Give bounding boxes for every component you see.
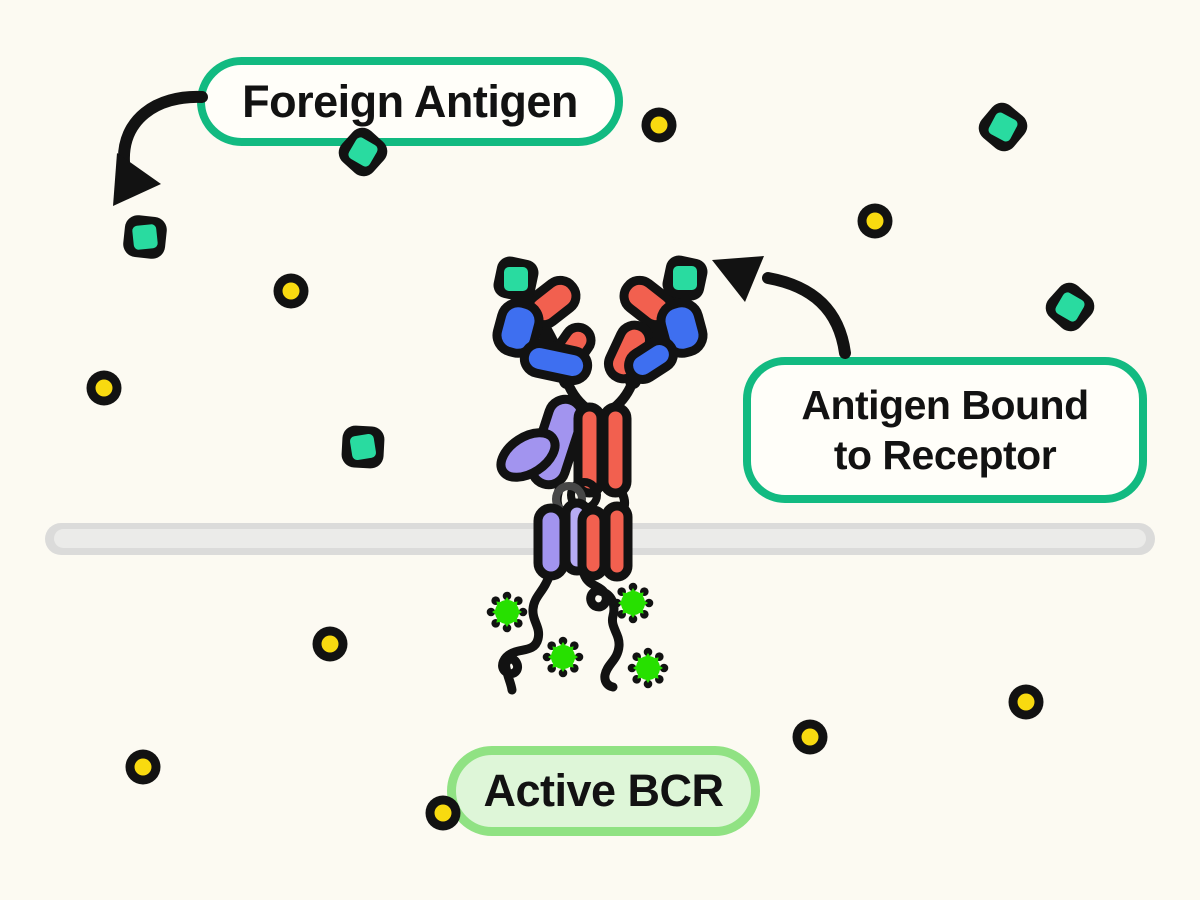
molecule-core	[282, 282, 300, 300]
arrowhead-bound-antigen	[712, 256, 764, 302]
heavy-chain-domain	[599, 402, 632, 498]
molecule-core	[434, 804, 452, 822]
yellow-molecule	[125, 749, 161, 785]
antigen-square	[123, 215, 167, 259]
antigen-core	[504, 267, 528, 291]
bound-antigen-square	[662, 255, 708, 301]
transmembrane-segment-purple	[533, 503, 569, 581]
yellow-molecule	[425, 795, 461, 831]
yellow-molecule	[857, 203, 893, 239]
label-antigen-bound-to-receptor: Antigen Bound to Receptor	[743, 357, 1147, 503]
yellow-molecule	[641, 107, 677, 143]
molecule-core	[801, 728, 819, 746]
arrow-to-foreign-antigen	[117, 90, 208, 168]
molecule-core	[866, 212, 884, 230]
molecule-core	[134, 758, 152, 776]
label-antigen-bound-line2: to Receptor	[833, 432, 1057, 478]
label-antigen-bound-line1: Antigen Bound	[801, 381, 1089, 428]
antigen-square	[978, 102, 1028, 152]
igbeta-domain	[496, 428, 560, 482]
antigen-core	[348, 137, 378, 167]
antigen-core	[349, 433, 377, 461]
molecule-core	[1017, 693, 1035, 711]
yellow-molecule	[273, 273, 309, 309]
arm-segment	[492, 298, 544, 358]
yellow-molecule	[792, 719, 828, 755]
molecule-core	[321, 635, 339, 653]
antigen-square	[338, 127, 388, 177]
molecule-core	[95, 379, 113, 397]
yellow-molecules-layer	[86, 107, 1044, 831]
label-foreign-antigen-text: Foreign Antigen	[242, 75, 578, 127]
antigen-core	[988, 112, 1018, 142]
arrowhead-foreign-antigen	[113, 153, 161, 206]
antigen-squares-layer	[123, 102, 1095, 469]
label-active-bcr: Active BCR	[447, 746, 760, 836]
yellow-molecule	[1008, 684, 1044, 720]
transmembrane-segment-red	[601, 501, 633, 582]
antigen-core	[1055, 292, 1085, 322]
antigen-square	[341, 425, 385, 469]
molecule-core	[650, 116, 668, 134]
yellow-molecule	[86, 370, 122, 406]
receptor-tail-right	[579, 569, 624, 692]
antigen-core	[673, 266, 697, 290]
arrow-to-bound-antigen	[762, 272, 851, 359]
arm-segment	[519, 338, 593, 386]
yellow-molecule	[312, 626, 348, 662]
antigen-square	[1045, 282, 1095, 332]
arm-segment	[624, 336, 678, 384]
label-active-bcr-text: Active BCR	[483, 765, 724, 816]
antigen-core	[132, 224, 158, 250]
receptor-tail-left	[498, 569, 555, 695]
bound-antigen-square	[493, 256, 539, 302]
